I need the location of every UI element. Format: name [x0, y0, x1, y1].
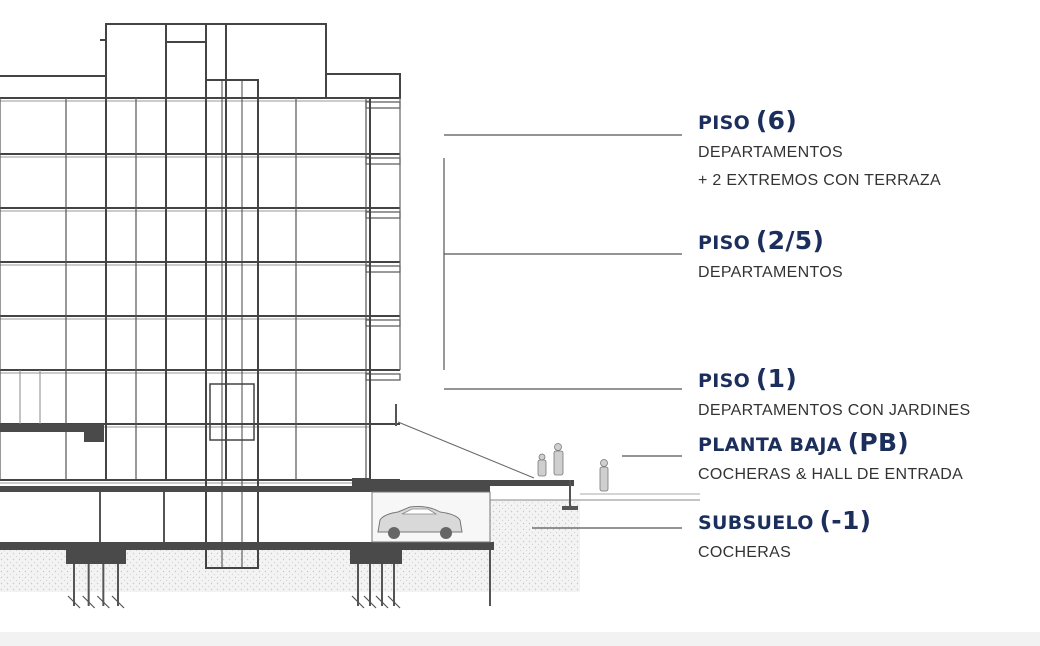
- level-description: DEPARTAMENTOS: [698, 264, 843, 281]
- level-name: PLANTA BAJA: [698, 434, 842, 456]
- level-name: PISO: [698, 232, 751, 254]
- level-description: DEPARTAMENTOS CON JARDINES: [698, 402, 971, 419]
- level-name: SUBSUELO: [698, 512, 814, 534]
- level-code: (-1): [819, 506, 872, 535]
- building-facade: [0, 23, 401, 484]
- level-title: PISO (6): [698, 108, 941, 133]
- roof-structure: [0, 23, 401, 99]
- level-title: PISO (2/5): [698, 228, 843, 253]
- level-title: PLANTA BAJA (PB): [698, 430, 963, 455]
- level-description: COCHERAS: [698, 544, 792, 561]
- level-description: COCHERAS & HALL DE ENTRADA: [698, 466, 964, 483]
- level-description: DEPARTAMENTOS: [698, 144, 843, 161]
- car-icon: [377, 506, 463, 539]
- leader-lines: [443, 134, 682, 529]
- level-code: (1): [755, 364, 798, 393]
- people-figures: [537, 443, 609, 492]
- level-code: (6): [755, 106, 798, 135]
- level-name: PISO: [698, 112, 751, 134]
- level-code: (PB): [847, 428, 910, 457]
- level-title: PISO (1): [698, 366, 970, 391]
- level-name: PISO: [698, 370, 751, 392]
- building-section-drawing: [0, 23, 700, 609]
- foundation-piles: [66, 548, 491, 609]
- diagram-canvas: PISO (6) DEPARTAMENTOS + 2 EXTREMOS CON …: [0, 0, 1040, 632]
- level-title: SUBSUELO (-1): [698, 508, 871, 533]
- level-code: (2/5): [755, 226, 825, 255]
- elevator-shaft: [205, 79, 259, 569]
- level-label-piso-1: PISO (1) DEPARTAMENTOS CON JARDINES: [698, 366, 970, 423]
- level-label-planta-baja: PLANTA BAJA (PB) COCHERAS & HALL DE ENTR…: [698, 430, 963, 487]
- level-label-piso-2-5: PISO (2/5) DEPARTAMENTOS: [698, 228, 843, 285]
- level-label-subsuelo: SUBSUELO (-1) COCHERAS: [698, 508, 871, 565]
- level-label-piso-6: PISO (6) DEPARTAMENTOS + 2 EXTREMOS CON …: [698, 108, 941, 193]
- level-description: + 2 EXTREMOS CON TERRAZA: [698, 172, 941, 189]
- ground-floor-terrace: [0, 404, 578, 510]
